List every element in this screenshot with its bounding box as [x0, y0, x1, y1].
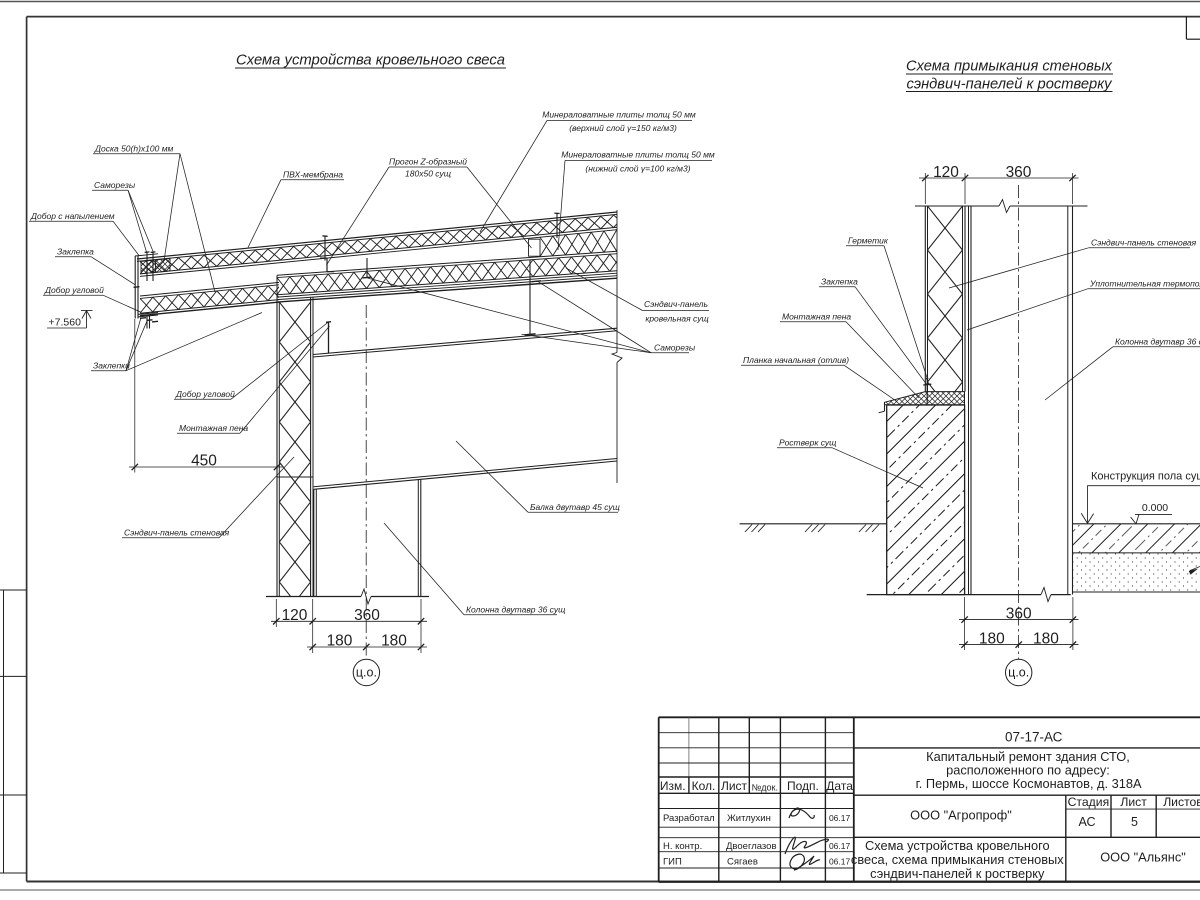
- svg-text:Добор с напылением: Добор с напылением: [30, 211, 115, 221]
- svg-text:180: 180: [979, 630, 1005, 647]
- svg-text:180: 180: [1033, 630, 1059, 647]
- svg-text:Колонна двутавр 36 сущ: Колонна двутавр 36 сущ: [1115, 337, 1200, 347]
- svg-text:Листов: Листов: [1163, 795, 1200, 809]
- svg-text:Капитальный ремонт здания СТО,: Капитальный ремонт здания СТО,: [926, 749, 1130, 764]
- svg-text:Лист: Лист: [1120, 795, 1147, 809]
- svg-text:Сягаев: Сягаев: [727, 856, 758, 867]
- svg-text:ГИП: ГИП: [663, 856, 682, 867]
- svg-text:№док.: №док.: [752, 783, 778, 793]
- svg-text:Сэндвич-панель: Сэндвич-панель: [644, 299, 708, 309]
- svg-text:360: 360: [1006, 605, 1032, 622]
- svg-text:Двоеглазов: Двоеглазов: [726, 841, 777, 852]
- svg-text:450: 450: [191, 452, 217, 469]
- svg-text:Житлухин: Житлухин: [727, 813, 771, 824]
- svg-text:Герметик: Герметик: [848, 236, 889, 246]
- svg-text:Кол.: Кол.: [692, 779, 716, 793]
- svg-text:Добор угловой: Добор угловой: [175, 389, 235, 399]
- svg-text:Уплотнительная термополоса: Уплотнительная термополоса: [1089, 279, 1200, 289]
- svg-text:сэндвич-панелей к ростверку: сэндвич-панелей к ростверку: [870, 866, 1045, 881]
- svg-text:120: 120: [933, 164, 959, 181]
- svg-text:Заклепки: Заклепки: [93, 361, 130, 371]
- svg-text:АС: АС: [1078, 815, 1095, 829]
- svg-text:Доска 50(h)х100 мм: Доска 50(h)х100 мм: [94, 144, 174, 154]
- svg-text:Разработал: Разработал: [663, 813, 715, 824]
- svg-text:+7.560: +7.560: [49, 317, 82, 329]
- svg-text:Минераловатные плиты толщ 50 м: Минераловатные плиты толщ 50 мм: [542, 110, 696, 120]
- svg-text:180: 180: [381, 633, 407, 650]
- svg-text:свеса, схема примыкания стенов: свеса, схема примыкания стеновых: [851, 852, 1064, 867]
- svg-text:Сэндвич-панель стеновая: Сэндвич-панель стеновая: [124, 528, 230, 538]
- svg-text:кровельная сущ: кровельная сущ: [645, 314, 708, 324]
- svg-text:Лист: Лист: [721, 779, 748, 793]
- svg-text:Схема устройства кровельного с: Схема устройства кровельного свеса: [236, 52, 505, 69]
- svg-text:Балка двутавр 45 сущ: Балка двутавр 45 сущ: [530, 502, 620, 512]
- svg-text:180х50 сущ: 180х50 сущ: [405, 169, 451, 179]
- svg-text:Добор угловой: Добор угловой: [44, 285, 104, 295]
- svg-text:Колонна двутавр 36 сущ: Колонна двутавр 36 сущ: [466, 605, 565, 615]
- svg-text:ООО "Альянс": ООО "Альянс": [1100, 850, 1186, 865]
- svg-text:Заклепка: Заклепка: [821, 277, 858, 287]
- svg-text:ООО "Агропроф": ООО "Агропроф": [910, 808, 1012, 823]
- svg-text:06.17: 06.17: [829, 813, 851, 823]
- svg-text:Конструкция пола сущ: Конструкция пола сущ: [1091, 471, 1200, 483]
- svg-text:ПВХ-мембрана: ПВХ-мембрана: [283, 170, 343, 180]
- svg-text:Прогон Z-образный: Прогон Z-образный: [389, 157, 467, 167]
- svg-text:г. Пермь, шоссе Космонавтов, д: г. Пермь, шоссе Космонавтов, д. 318А: [916, 776, 1142, 791]
- svg-text:5: 5: [1131, 815, 1138, 829]
- svg-text:расположенного по адресу:: расположенного по адресу:: [946, 763, 1110, 778]
- svg-text:Заклепка: Заклепка: [57, 247, 94, 257]
- svg-text:Подп.: Подп.: [787, 779, 819, 793]
- svg-text:ц.о.: ц.о.: [356, 666, 377, 680]
- svg-text:Схема примыкания стеновых: Схема примыкания стеновых: [906, 58, 1112, 75]
- svg-text:0.000: 0.000: [1142, 502, 1168, 514]
- svg-text:120: 120: [282, 607, 308, 624]
- svg-text:(верхний слой γ=150 кг/м3): (верхний слой γ=150 кг/м3): [569, 123, 677, 133]
- svg-text:Изм.: Изм.: [660, 779, 686, 793]
- svg-text:сэндвич-панелей к ростверку: сэндвич-панелей к ростверку: [907, 76, 1113, 93]
- svg-text:Ростверк сущ: Ростверк сущ: [779, 438, 836, 448]
- svg-text:Сэндвич-панель стеновая: Сэндвич-панель стеновая: [1091, 238, 1197, 248]
- svg-text:07-17-АС: 07-17-АС: [1005, 730, 1063, 745]
- svg-text:Монтажная пена: Монтажная пена: [179, 423, 248, 433]
- svg-text:Схема устройства кровельного: Схема устройства кровельного: [865, 838, 1050, 853]
- svg-text:Монтажная пена: Монтажная пена: [782, 312, 851, 322]
- svg-text:180: 180: [327, 633, 353, 650]
- svg-text:ц.о.: ц.о.: [1008, 666, 1029, 680]
- svg-text:360: 360: [1006, 164, 1032, 181]
- svg-text:(нижний слой γ=100 кг/м3): (нижний слой γ=100 кг/м3): [585, 164, 690, 174]
- svg-text:Минераловатные плиты толщ 50 м: Минераловатные плиты толщ 50 мм: [561, 150, 715, 160]
- svg-text:Планка начальная (отлив): Планка начальная (отлив): [743, 355, 849, 365]
- svg-text:Стадия: Стадия: [1068, 795, 1110, 809]
- svg-text:Н. контр.: Н. контр.: [663, 841, 702, 852]
- svg-text:360: 360: [354, 607, 380, 624]
- svg-text:06.17: 06.17: [829, 856, 851, 866]
- svg-text:Саморезы: Саморезы: [94, 180, 136, 190]
- svg-text:Саморезы: Саморезы: [654, 343, 696, 353]
- svg-text:Дата: Дата: [826, 779, 853, 793]
- svg-text:06.17: 06.17: [829, 841, 851, 851]
